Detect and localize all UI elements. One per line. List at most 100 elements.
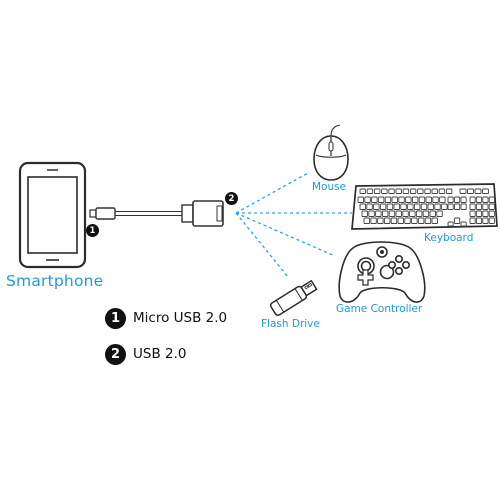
keyboard-key xyxy=(447,203,454,210)
keyboard-key xyxy=(460,203,467,210)
keyboard-key xyxy=(431,188,438,194)
keyboard-key xyxy=(373,203,380,210)
keyboard-key xyxy=(400,203,407,210)
keyboard-key xyxy=(417,217,425,224)
keyboard-key xyxy=(359,203,366,210)
smartphone-icon xyxy=(18,161,87,269)
keyboard-key xyxy=(424,188,431,194)
legend-item-micro-usb: 1 Micro USB 2.0 xyxy=(105,306,227,330)
keyboard-key xyxy=(370,217,377,224)
callout-2-badge: 2 xyxy=(225,192,238,205)
keyboard-key xyxy=(364,196,371,203)
keyboard-key xyxy=(405,196,412,203)
keyboard-key xyxy=(438,188,446,194)
keyboard-key xyxy=(411,217,418,224)
keyboard-key xyxy=(381,188,388,194)
keyboard-key xyxy=(411,196,419,203)
keyboard-key xyxy=(482,196,489,203)
keyboard-key xyxy=(407,203,414,210)
legend-text: Micro USB 2.0 xyxy=(133,310,228,326)
keyboard-key xyxy=(488,217,495,224)
keyboard-icon xyxy=(351,183,498,230)
keyboard-key xyxy=(475,203,483,210)
keyboard-key xyxy=(409,210,416,217)
keyboard-key xyxy=(431,217,438,224)
keyboard-key xyxy=(454,203,461,210)
keyboard-key xyxy=(371,196,378,203)
keyboard-key xyxy=(439,196,446,203)
keyboard-key xyxy=(422,210,430,217)
keyboard-key xyxy=(447,196,454,203)
connector-lines xyxy=(235,172,352,278)
mouse-icon xyxy=(313,124,349,181)
keyboard-key xyxy=(404,217,411,224)
keyboard-key xyxy=(384,196,392,203)
keyboard-key xyxy=(482,203,489,210)
keyboard-key xyxy=(417,188,424,194)
flash-drive-label: Flash Drive xyxy=(261,318,320,330)
keyboard-key xyxy=(469,203,476,210)
legend-number-badge: 2 xyxy=(105,343,126,365)
game-controller-icon xyxy=(338,241,426,303)
keyboard-key xyxy=(402,210,409,217)
keyboard-key xyxy=(373,188,381,194)
keyboard-key xyxy=(488,196,495,203)
keyboard-key xyxy=(460,221,467,227)
keyboard-key xyxy=(381,210,389,217)
keyboard-key xyxy=(386,203,394,210)
game-controller-label: Game Controller xyxy=(336,303,423,315)
keyboard-key xyxy=(436,210,443,217)
keyboard-key xyxy=(427,203,434,210)
keyboard-key xyxy=(379,203,387,210)
keyboard-key xyxy=(377,196,385,203)
keyboard-key xyxy=(402,188,410,194)
keyboard-key xyxy=(361,210,368,217)
callout-1-badge: 1 xyxy=(86,224,99,237)
keyboard-key xyxy=(445,188,453,194)
keyboard-key xyxy=(383,217,391,224)
keyboard-key xyxy=(474,188,482,194)
keyboard-key xyxy=(413,203,421,210)
keyboard-key xyxy=(467,188,474,194)
flash-drive-icon xyxy=(269,279,318,316)
keyboard-key xyxy=(393,203,400,210)
keyboard-key xyxy=(368,210,375,217)
keyboard-key xyxy=(447,221,454,227)
keyboard-key xyxy=(454,196,461,203)
keyboard-key xyxy=(475,196,483,203)
keyboard-key xyxy=(420,203,428,210)
keyboard-key xyxy=(441,203,448,210)
keyboard-key xyxy=(482,217,489,224)
keyboard-key xyxy=(395,188,402,194)
keyboard-key xyxy=(395,210,402,217)
keyboard-key xyxy=(488,203,495,210)
keyboard-key xyxy=(482,210,489,217)
keyboard-key xyxy=(415,210,423,217)
keyboard-key xyxy=(429,210,436,217)
keyboard-key xyxy=(391,196,398,203)
keyboard-key xyxy=(388,188,395,194)
keyboard-key xyxy=(475,210,483,217)
keyboard-key xyxy=(390,217,398,224)
keyboard-key xyxy=(432,196,439,203)
keyboard-key xyxy=(397,217,404,224)
smartphone-label: Smartphone xyxy=(6,272,104,290)
keyboard-label: Keyboard xyxy=(424,232,474,244)
mouse-label: Mouse xyxy=(312,181,347,193)
keyboard-key xyxy=(488,210,495,217)
keyboard-key xyxy=(460,196,467,203)
keyboard-key xyxy=(359,188,366,194)
keyboard-key xyxy=(357,196,364,203)
keyboard-key xyxy=(459,188,467,194)
keyboard-key xyxy=(366,203,373,210)
keyboard-key xyxy=(363,217,370,224)
keyboard-key xyxy=(425,196,432,203)
keyboard-key xyxy=(375,210,382,217)
keyboard-key xyxy=(398,196,405,203)
keyboard-key xyxy=(388,210,396,217)
keyboard-key xyxy=(482,188,489,194)
keyboard-key xyxy=(418,196,426,203)
keyboard-key xyxy=(377,217,384,224)
keyboard-key xyxy=(469,217,476,224)
